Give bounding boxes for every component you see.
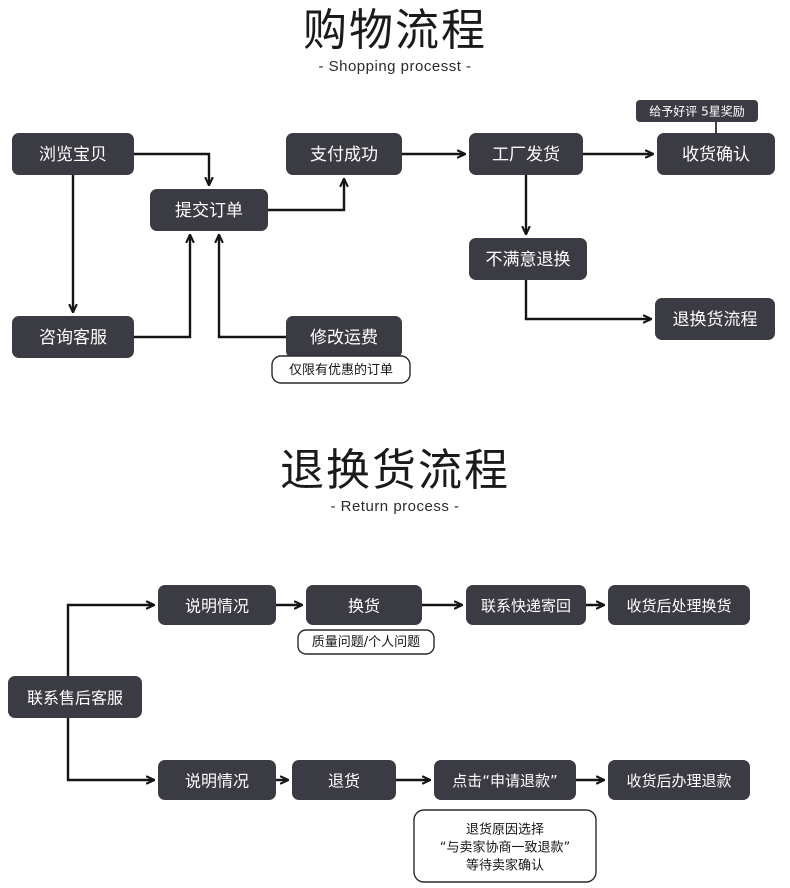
node-consult-service-label: 咨询客服 xyxy=(39,328,107,348)
edges-layer xyxy=(73,122,717,339)
node-submit-order[interactable]: 提交订单 xyxy=(150,189,268,231)
edge-contact-to-explain-bottom xyxy=(66,697,154,780)
edge-browse-to-submit xyxy=(134,152,209,185)
note-refund-reason-box xyxy=(413,809,597,883)
node-factory-ship-box[interactable] xyxy=(469,133,583,175)
node-explain-situation-top-label: 说明情况 xyxy=(185,597,249,616)
node-exchange[interactable]: 换货 xyxy=(306,585,422,625)
node-confirm-receipt[interactable]: 收货确认 xyxy=(657,133,775,175)
node-factory-ship-label: 工厂发货 xyxy=(492,145,560,165)
node-return-flow-label: 退换货流程 xyxy=(673,310,758,330)
note-refund-reason-line-1: 退货原因选择 xyxy=(466,822,544,838)
node-consult-service[interactable]: 咨询客服 xyxy=(12,316,134,358)
node-return-goods-box[interactable] xyxy=(292,760,396,800)
note-discount-only: 仅限有优惠的订单 xyxy=(271,355,411,384)
edge-unsatisfied-to-returnflow xyxy=(524,280,651,319)
node-process-exchange-after-receipt[interactable]: 收货后处理换货 xyxy=(608,585,750,625)
node-confirm-receipt-label: 收货确认 xyxy=(682,145,750,165)
nodes-layer: 浏览宝贝 提交订单 支付成功 工厂发货 收货确认 咨询客服 修改 xyxy=(12,133,775,358)
badge-five-star-reward-box xyxy=(636,100,758,122)
node-process-refund-after-receipt[interactable]: 收货后办理退款 xyxy=(608,760,750,800)
node-unsatisfied-return[interactable]: 不满意退换 xyxy=(469,238,587,280)
edge-modifyfee-to-submit xyxy=(219,235,286,339)
node-unsatisfied-return-label: 不满意退换 xyxy=(486,250,571,270)
notes-layer-2: 质量问题/个人问题 退货原因选择 “与卖家协商一致退款” 等待卖家确认 xyxy=(297,629,597,883)
node-apply-refund-box[interactable] xyxy=(434,760,576,800)
node-browse-box[interactable] xyxy=(12,133,134,175)
nodes-layer-2: 联系售后客服 说明情况 换货 联系快递寄回 收货后处理换货 说明情况 退货 点 xyxy=(8,585,750,800)
node-submit-order-label: 提交订单 xyxy=(175,201,243,221)
page-subtitle: - Shopping processt - xyxy=(318,58,472,76)
node-process-exchange-after-receipt-box[interactable] xyxy=(608,585,750,625)
badges-layer: 给予好评 5星奖励 xyxy=(636,100,758,122)
node-pay-success-label: 支付成功 xyxy=(310,145,378,165)
notes-layer: 仅限有优惠的订单 xyxy=(271,355,411,384)
node-contact-aftersales[interactable]: 联系售后客服 xyxy=(8,676,142,718)
node-modify-shipping-fee[interactable]: 修改运费 xyxy=(286,316,402,358)
node-process-refund-after-receipt-box[interactable] xyxy=(608,760,750,800)
node-submit-order-box[interactable] xyxy=(150,189,268,231)
node-courier-send-back-box[interactable] xyxy=(466,585,586,625)
note-refund-reason-line-2: “与卖家协商一致退款” xyxy=(440,840,570,856)
page-subtitle-2: - Return process - xyxy=(330,498,460,516)
page-title-2: 退换货流程 xyxy=(280,445,510,496)
node-return-flow-box[interactable] xyxy=(655,298,775,340)
node-browse-label: 浏览宝贝 xyxy=(39,145,107,165)
node-browse[interactable]: 浏览宝贝 xyxy=(12,133,134,175)
node-exchange-box[interactable] xyxy=(306,585,422,625)
note-quality-or-personal: 质量问题/个人问题 xyxy=(297,629,435,655)
node-explain-situation-top[interactable]: 说明情况 xyxy=(158,585,276,625)
node-courier-send-back[interactable]: 联系快递寄回 xyxy=(466,585,586,625)
note-refund-reason-line-3: 等待卖家确认 xyxy=(466,858,544,874)
node-return-flow[interactable]: 退换货流程 xyxy=(655,298,775,340)
node-return-goods[interactable]: 退货 xyxy=(292,760,396,800)
note-quality-or-personal-box xyxy=(297,629,435,655)
node-explain-situation-bottom[interactable]: 说明情况 xyxy=(158,760,276,800)
note-refund-reason: 退货原因选择 “与卖家协商一致退款” 等待卖家确认 xyxy=(413,809,597,883)
node-apply-refund[interactable]: 点击“申请退款” xyxy=(434,760,576,800)
node-return-goods-label: 退货 xyxy=(328,772,360,791)
return-process-title-block: 退换货流程 - Return process - xyxy=(0,445,790,516)
node-explain-situation-bottom-label: 说明情况 xyxy=(185,772,249,791)
node-exchange-label: 换货 xyxy=(348,597,380,616)
node-process-exchange-after-receipt-label: 收货后处理换货 xyxy=(626,597,731,615)
node-explain-situation-bottom-box[interactable] xyxy=(158,760,276,800)
badge-five-star-reward-label: 给予好评 5星奖励 xyxy=(649,105,744,119)
node-modify-shipping-fee-label: 修改运费 xyxy=(310,328,378,348)
node-modify-shipping-fee-box[interactable] xyxy=(286,316,402,358)
edges-layer-2 xyxy=(66,605,604,780)
note-quality-or-personal-label: 质量问题/个人问题 xyxy=(312,635,420,650)
shopping-process-flowchart: 浏览宝贝 提交订单 支付成功 工厂发货 收货确认 咨询客服 修改 xyxy=(12,100,775,384)
note-discount-only-box xyxy=(271,355,411,384)
node-factory-ship[interactable]: 工厂发货 xyxy=(469,133,583,175)
node-courier-send-back-label: 联系快递寄回 xyxy=(481,597,571,615)
node-confirm-receipt-box[interactable] xyxy=(657,133,775,175)
node-pay-success[interactable]: 支付成功 xyxy=(286,133,402,175)
shopping-process-title-block: 购物流程 - Shopping processt - xyxy=(0,5,790,76)
edge-submit-to-pay xyxy=(268,179,344,212)
node-contact-aftersales-box[interactable] xyxy=(8,676,142,718)
node-process-refund-after-receipt-label: 收货后办理退款 xyxy=(626,772,731,790)
page-title: 购物流程 xyxy=(303,5,487,56)
node-consult-service-box[interactable] xyxy=(12,316,134,358)
return-process-flowchart: 联系售后客服 说明情况 换货 联系快递寄回 收货后处理换货 说明情况 退货 点 xyxy=(8,585,750,883)
edge-contact-to-explain-top xyxy=(66,605,154,697)
node-pay-success-box[interactable] xyxy=(286,133,402,175)
edge-consult-to-submit xyxy=(134,235,190,339)
node-apply-refund-label: 点击“申请退款” xyxy=(452,772,558,790)
badge-five-star-reward: 给予好评 5星奖励 xyxy=(636,100,758,122)
node-contact-aftersales-label: 联系售后客服 xyxy=(27,689,123,708)
node-explain-situation-top-box[interactable] xyxy=(158,585,276,625)
node-unsatisfied-return-box[interactable] xyxy=(469,238,587,280)
note-discount-only-label: 仅限有优惠的订单 xyxy=(289,362,393,378)
